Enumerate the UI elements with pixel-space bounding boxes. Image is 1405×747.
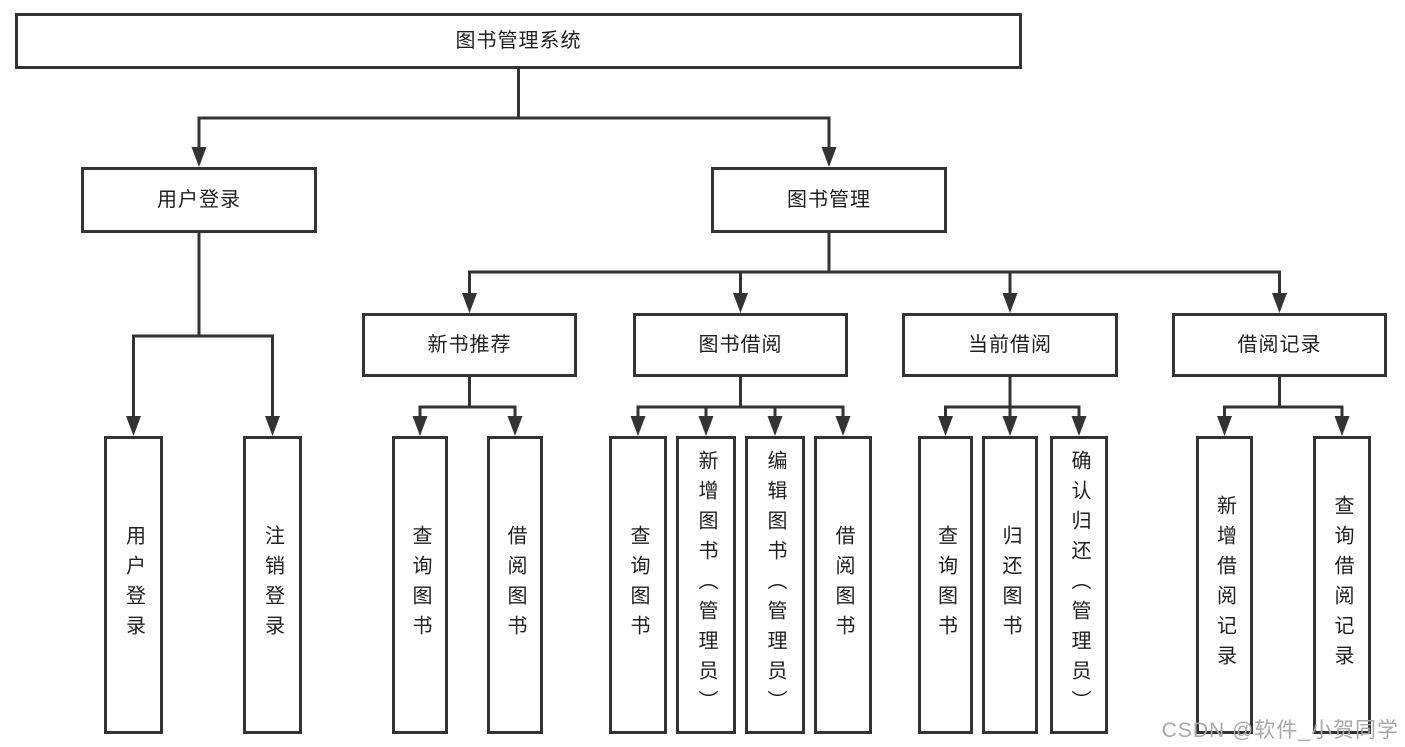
arrowhead-icon: [767, 416, 783, 436]
node-label: 查询借阅记录: [1331, 495, 1353, 675]
node-current-borrow: 当前借阅: [902, 313, 1118, 377]
node-label: 查询图书: [627, 525, 649, 645]
node-label: 确认归还（管理员）: [1068, 450, 1090, 720]
node-label: 用户登录: [122, 525, 145, 645]
arrowhead-icon: [1002, 416, 1018, 436]
arrowhead-icon: [126, 416, 141, 436]
node-return-books: 归还图书: [982, 436, 1038, 734]
arrowhead-icon: [733, 293, 748, 313]
node-label: 查询图书: [934, 525, 957, 645]
node-query-books-current: 查询图书: [918, 436, 973, 734]
node-label: 归还图书: [999, 525, 1021, 645]
node-user-login: 用户登录: [81, 167, 317, 233]
arrowhead-icon: [1272, 293, 1287, 313]
arrowhead-icon: [265, 416, 280, 436]
node-book-mgmt: 图书管理: [711, 167, 947, 233]
node-label: 编辑图书（管理员）: [764, 450, 786, 720]
node-label: 新书推荐: [427, 334, 512, 356]
node-label: 图书借阅: [698, 334, 783, 356]
arrowhead-icon: [835, 416, 851, 436]
node-label: 新增借阅记录: [1213, 495, 1236, 675]
arrowhead-icon: [1217, 416, 1232, 436]
node-new-book-rec: 新书推荐: [362, 313, 577, 377]
node-label: 用户登录: [157, 189, 241, 211]
node-label: 查询图书: [409, 525, 431, 645]
node-confirm-return-admin: 确认归还（管理员）: [1050, 436, 1108, 734]
node-label: 借阅记录: [1237, 334, 1322, 356]
arrowhead-icon: [938, 416, 953, 436]
arrowhead-icon: [191, 147, 207, 167]
arrowhead-icon: [412, 416, 428, 436]
arrowhead-icon: [630, 416, 646, 436]
node-label: 图书管理: [787, 189, 871, 211]
watermark: CSDN @软件_小贺同学: [1161, 719, 1399, 742]
node-label: 当前借阅: [968, 334, 1052, 356]
node-borrow-books-rec: 借阅图书: [487, 436, 543, 734]
arrowhead-icon: [698, 416, 714, 436]
arrowhead-icon: [1071, 416, 1087, 436]
node-label: 新增图书（管理员）: [695, 450, 717, 720]
node-login-leaf: 用户登录: [104, 436, 163, 734]
node-edit-books-admin: 编辑图书（管理员）: [745, 436, 805, 734]
arrowhead-icon: [462, 293, 477, 313]
node-label: 借阅图书: [832, 525, 854, 645]
node-borrow-records: 借阅记录: [1172, 313, 1387, 377]
node-label: 注销登录: [261, 525, 284, 645]
node-add-books-admin: 新增图书（管理员）: [676, 436, 736, 734]
node-query-books-rec: 查询图书: [392, 436, 448, 734]
arrowhead-icon: [1334, 416, 1350, 436]
node-query-borrow-record: 查询借阅记录: [1313, 436, 1371, 734]
arrowhead-icon: [821, 147, 837, 167]
node-borrow-books-borrow: 借阅图书: [814, 436, 872, 734]
node-book-borrow: 图书借阅: [633, 313, 848, 377]
node-logout-leaf: 注销登录: [243, 436, 302, 734]
node-add-borrow-record: 新增借阅记录: [1196, 436, 1253, 734]
node-query-books-borrow: 查询图书: [609, 436, 667, 734]
arrowhead-icon: [507, 416, 523, 436]
node-label: 借阅图书: [504, 525, 526, 645]
node-label: 图书管理系统: [455, 30, 582, 52]
arrowhead-icon: [1002, 293, 1018, 313]
node-system: 图书管理系统: [15, 13, 1022, 69]
